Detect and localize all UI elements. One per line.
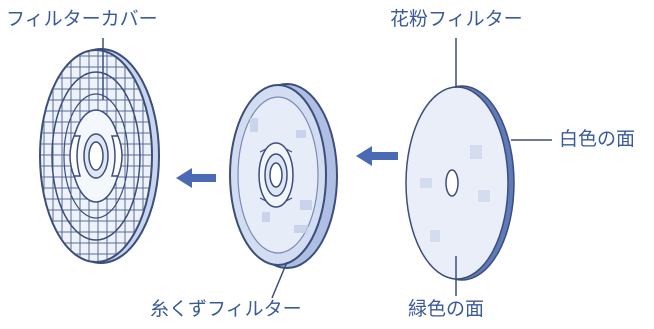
- leader-line-lint-filter: [271, 261, 288, 299]
- green-side-label: 緑色の面: [408, 298, 485, 320]
- filter-cover-disc: [39, 48, 160, 264]
- white-side-label: 白色の面: [559, 128, 636, 150]
- arrow-left-icon: [176, 168, 216, 188]
- pollen-filter-disc: [405, 85, 515, 281]
- lint-filter-label: 糸くずフィルター: [150, 298, 302, 320]
- filter-cover-label: フィルターカバー: [6, 8, 158, 30]
- arrow-left-icon: [356, 146, 398, 166]
- lint-filter-disc: [229, 83, 338, 269]
- pollen-filter-label: 花粉フィルター: [390, 8, 523, 30]
